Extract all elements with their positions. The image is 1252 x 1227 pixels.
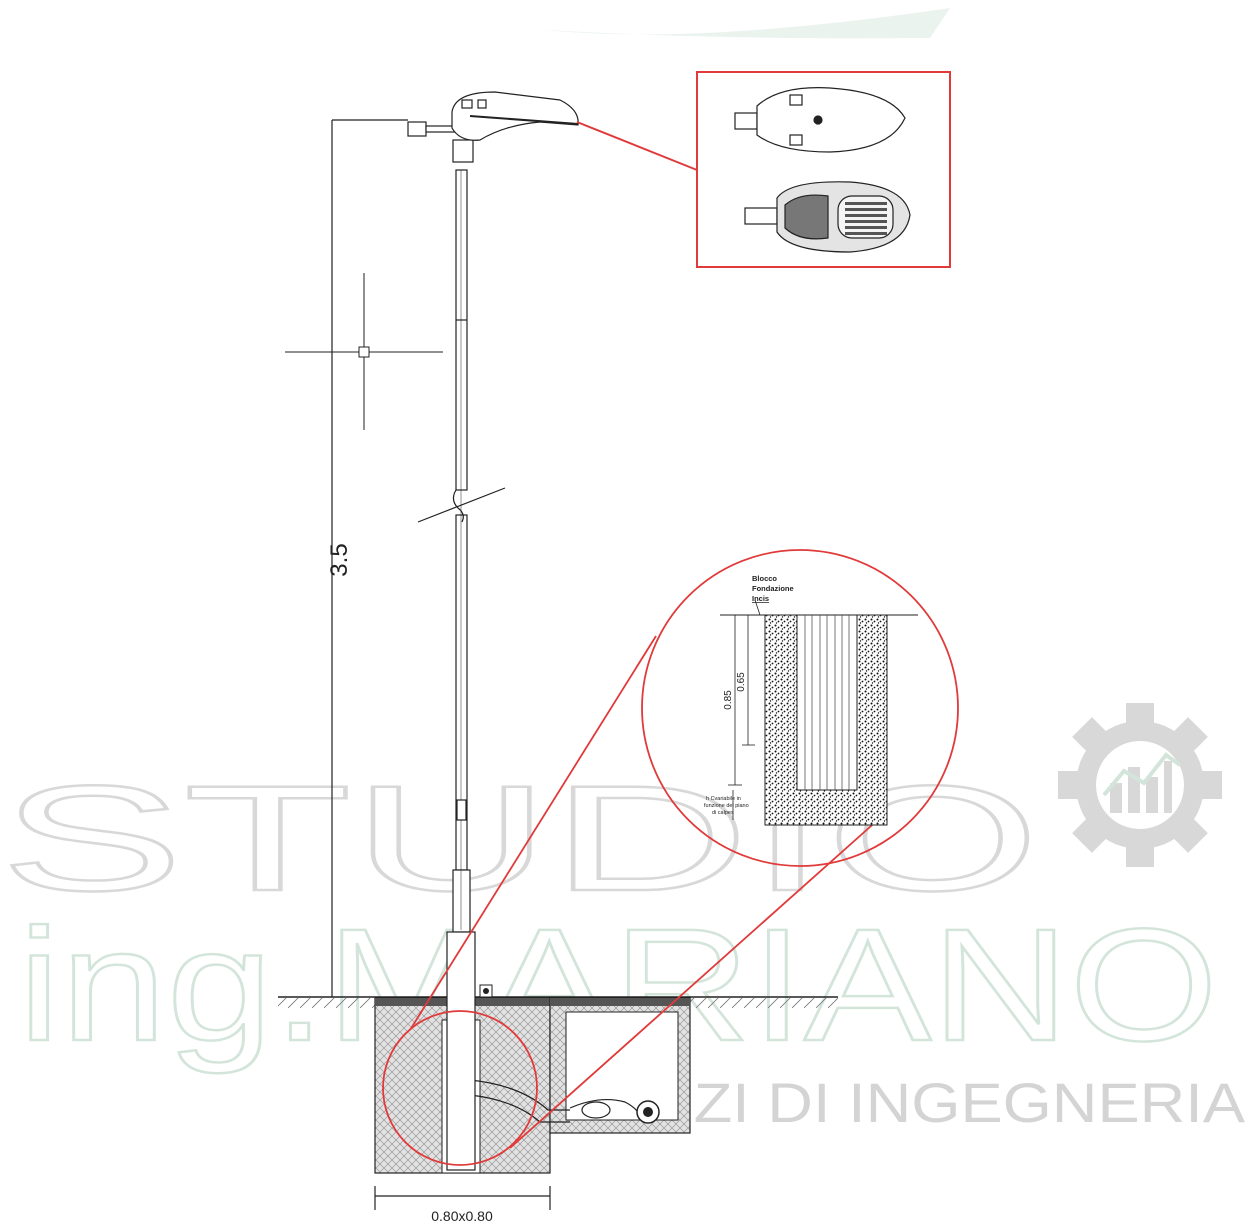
inspection-pit [549,997,691,1134]
detail-note-line1: h Cvariabile in [706,796,741,802]
detail-note-line2: funzione del piano [704,803,749,809]
watermark: STUDIO ing.MARIANO SERVIZI DI INGEGNERIA [0,8,1246,1134]
detail-depth-outer: 0.85 [723,690,734,710]
pole-break-symbol [417,487,506,523]
detail-label-line2: Fondazione [752,584,794,593]
gear-logo-icon [1058,703,1222,867]
cable-junction [581,1100,660,1124]
detail-note-line3: di calpes [712,810,734,816]
height-dimension [331,119,408,997]
foundation-width-dimension [374,1186,551,1210]
base-device [479,984,493,998]
luminaire [407,91,579,163]
luminaire-top-view [734,87,906,153]
foundation-callout [382,549,959,1166]
detail-depth-inner: 0.65 [736,672,747,692]
detail-label-line1: Blocco [752,574,777,583]
detail-label-line3: Incis [752,594,769,603]
luminaire-bottom-view [744,181,911,253]
watermark-swoosh [545,8,950,39]
height-dimension-label: 3.5 [326,543,353,576]
foundation-width-label: 0.80x0.80 [431,1208,493,1224]
foundation-detail [720,599,918,826]
lamp-pole [446,169,476,1171]
cursor-crosshair [285,273,443,430]
